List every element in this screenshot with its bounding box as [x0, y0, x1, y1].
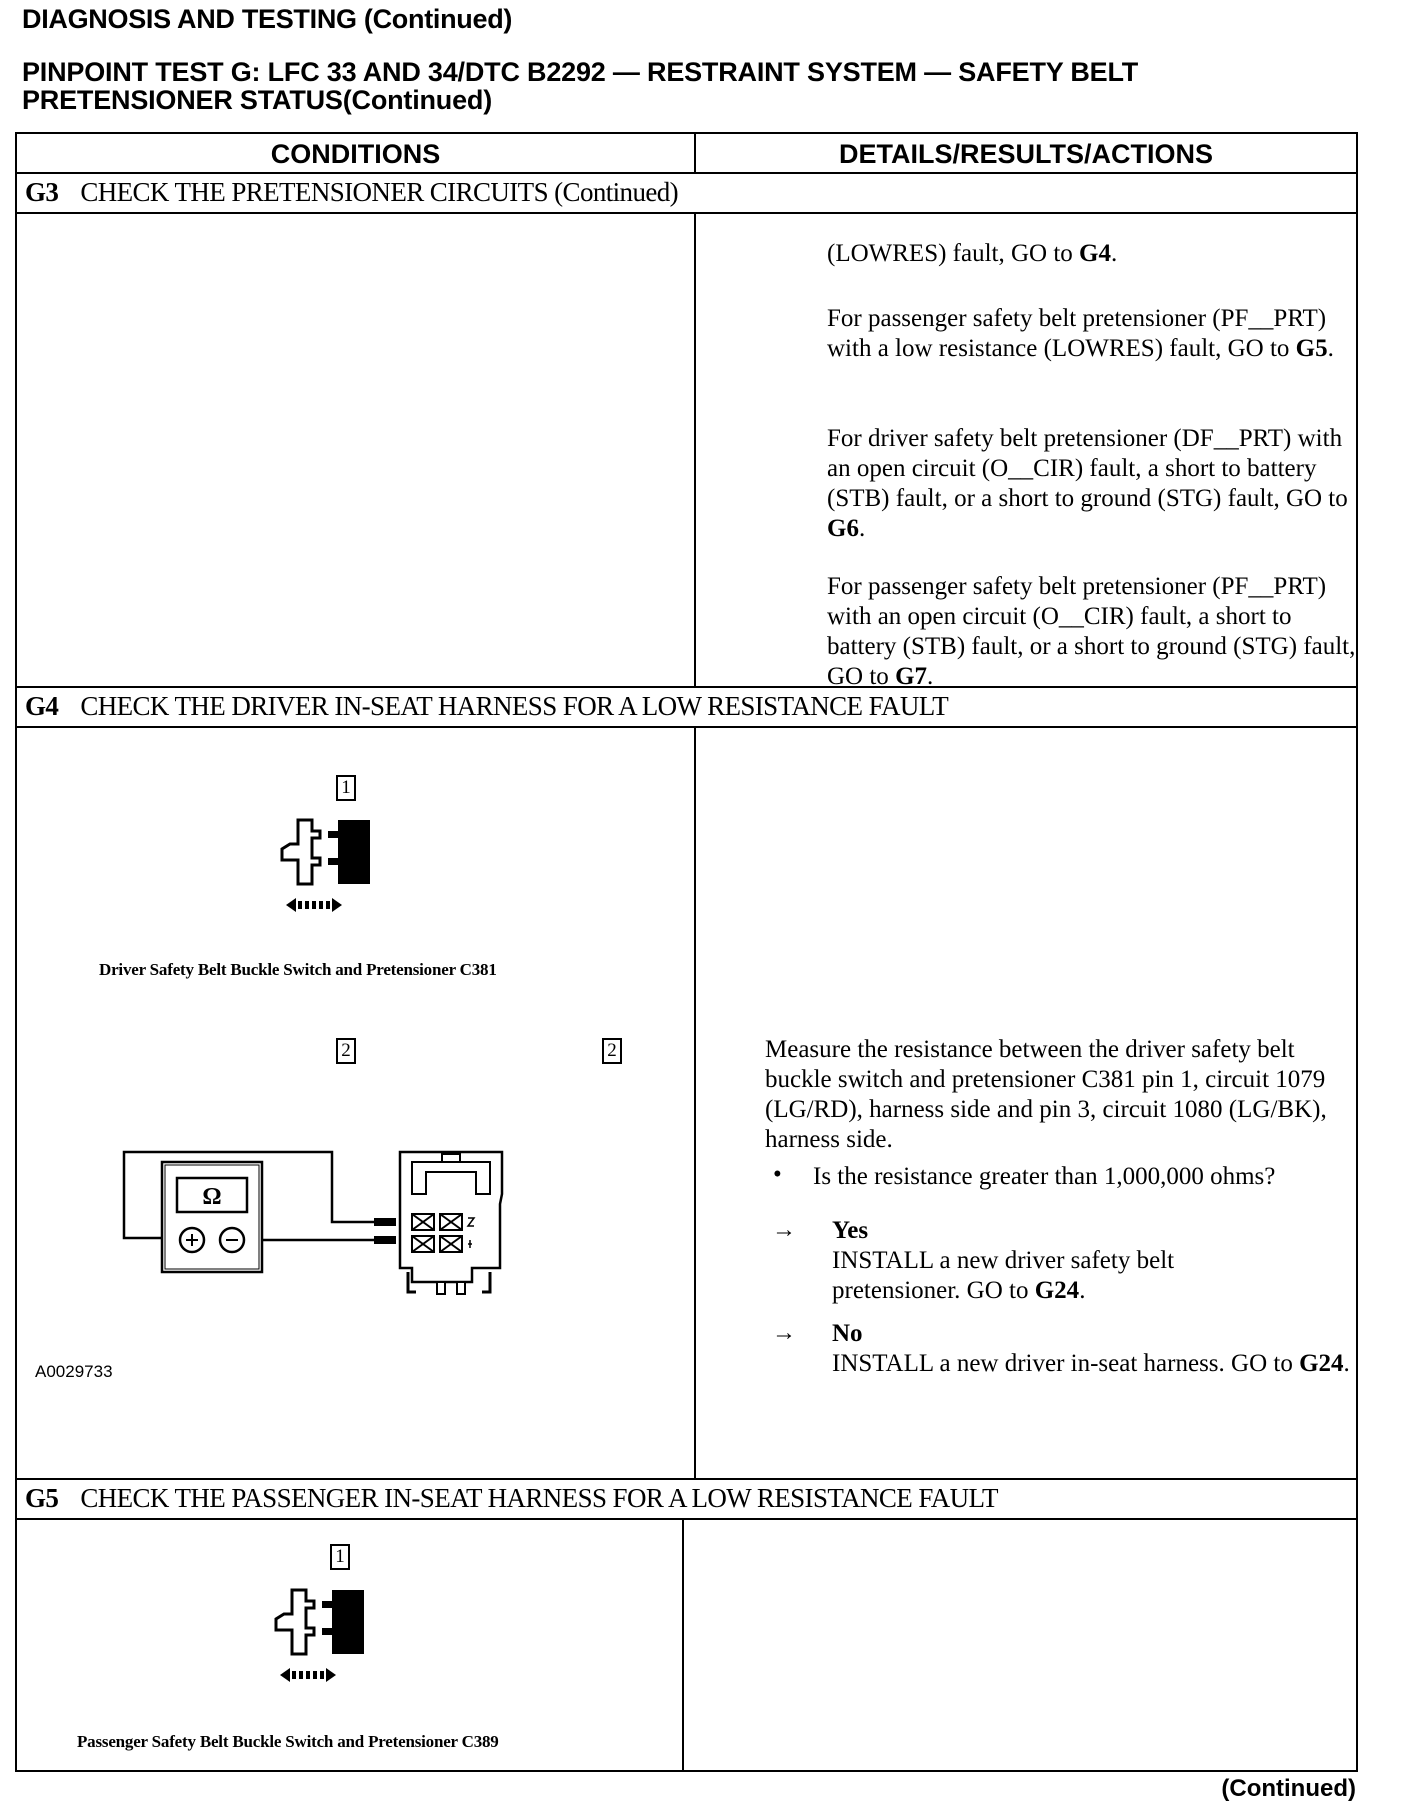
g3-paragraph-3: For driver safety belt pretensioner (DF_…	[827, 425, 1348, 542]
header-divider	[17, 172, 1356, 174]
g4-top-divider	[17, 686, 1356, 688]
column-divider-g3	[694, 212, 696, 686]
g4-title-divider	[17, 726, 1356, 728]
goto-g7-link[interactable]: G7	[895, 663, 928, 690]
column-header-conditions: CONDITIONS	[270, 138, 441, 169]
step-number-box: 2	[336, 1038, 356, 1064]
pinpoint-test-table: CONDITIONS DETAILS/RESULTS/ACTIONS G3 CH…	[15, 132, 1358, 1772]
step-id-g4: G4	[25, 690, 59, 721]
figure-caption-c389: Passenger Safety Belt Buckle Switch and …	[77, 1732, 499, 1751]
g3-paragraph-4: For passenger safety belt pretensioner (…	[827, 573, 1356, 690]
step-title-g3: G3 CHECK THE PRETENSIONER CIRCUITS (Cont…	[25, 172, 679, 212]
arrow-right-icon: →	[772, 1217, 796, 1243]
g5-top-divider	[17, 1478, 1356, 1480]
no-label: No	[832, 1320, 863, 1347]
page-heading: DIAGNOSIS AND TESTING (Continued)	[22, 4, 513, 34]
disconnect-connector-icon	[280, 818, 370, 912]
disconnect-connector-icon	[274, 1588, 364, 1682]
ohmmeter-wiring-diagram: Ω	[122, 1150, 504, 1295]
g4-question: Is the resistance greater than 1,000,000…	[813, 1163, 1276, 1190]
goto-g5-link[interactable]: G5	[1295, 335, 1328, 362]
figure-caption-c381: Driver Safety Belt Buckle Switch and Pre…	[99, 960, 497, 979]
bullet-icon: •	[773, 1161, 782, 1188]
g3-paragraph-2: For passenger safety belt pretensioner (…	[827, 305, 1334, 362]
goto-g6-link[interactable]: G6	[827, 515, 859, 542]
g4-instruction: Measure the resistance between the drive…	[765, 1036, 1327, 1153]
column-divider-header	[694, 134, 696, 172]
arrow-right-icon: →	[772, 1320, 796, 1346]
step-title-text-g4: CHECK THE DRIVER IN-SEAT HARNESS FOR A L…	[80, 690, 949, 721]
step-number-box: 1	[336, 775, 356, 801]
step-title-text-g5: CHECK THE PASSENGER IN-SEAT HARNESS FOR …	[80, 1482, 998, 1513]
g3-title-divider	[17, 212, 1356, 214]
step-number-box: 1	[330, 1544, 350, 1570]
goto-g24-link[interactable]: G24	[1299, 1350, 1344, 1377]
column-header-details: DETAILS/RESULTS/ACTIONS	[838, 138, 1213, 169]
continued-label: (Continued)	[1221, 1775, 1356, 1802]
column-divider-g5	[682, 1518, 684, 1770]
step-id-g5: G5	[25, 1482, 59, 1513]
yes-label: Yes	[832, 1217, 869, 1244]
column-divider-g4	[694, 726, 696, 1478]
g5-title-divider	[17, 1518, 1356, 1520]
step-id-g3: G3	[25, 176, 59, 207]
step-title-g4: G4 CHECK THE DRIVER IN-SEAT HARNESS FOR …	[25, 686, 949, 726]
step-title-g5: G5 CHECK THE PASSENGER IN-SEAT HARNESS F…	[25, 1478, 998, 1518]
goto-g4-link[interactable]: G4	[1079, 240, 1111, 267]
step-title-text-g3: CHECK THE PRETENSIONER CIRCUITS (Continu…	[80, 176, 679, 207]
instruction-step-box: 2	[602, 1038, 622, 1064]
pinpoint-test-title: PINPOINT TEST G: LFC 33 AND 34/DTC B2292…	[22, 57, 1139, 115]
goto-g24-link[interactable]: G24	[1034, 1277, 1080, 1304]
figure-id: A0029733	[35, 1362, 113, 1381]
ohm-symbol: Ω	[202, 1184, 221, 1210]
g3-paragraph-1: (LOWRES) fault, GO to G4.	[827, 240, 1118, 267]
